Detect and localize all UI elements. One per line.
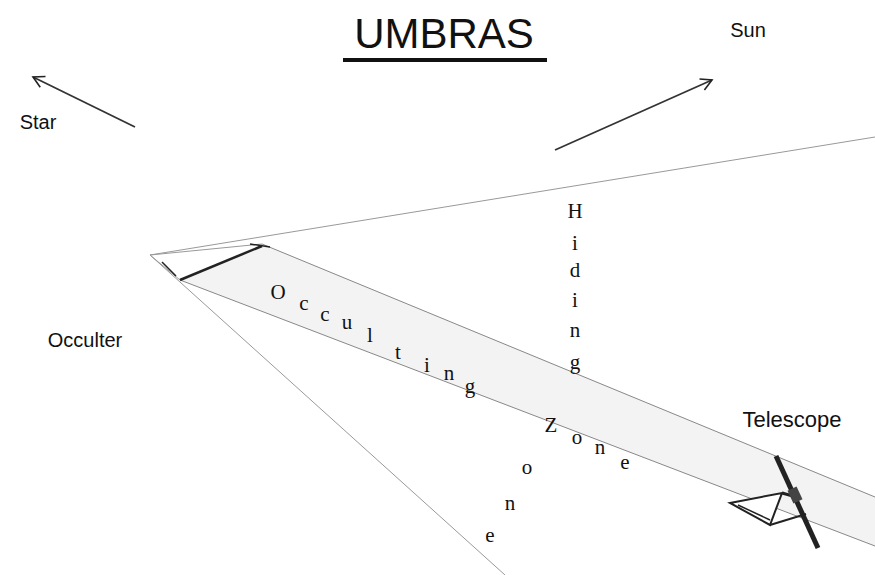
zone-letter: g — [465, 376, 476, 397]
band-edge — [262, 244, 875, 497]
zone-letter: c — [320, 304, 329, 325]
hiding-boundary — [150, 137, 875, 255]
zone-letter: i — [572, 233, 578, 254]
occulter-tip — [250, 244, 270, 247]
zone-letter: u — [342, 312, 353, 333]
zone-letter: Z — [545, 415, 558, 436]
zone-letter: l — [367, 325, 373, 346]
occulter-body — [180, 246, 262, 280]
occulter-tick — [162, 262, 176, 276]
sun-label: Sun — [730, 19, 766, 42]
zone-letter: t — [395, 342, 401, 363]
zone-letter: g — [570, 352, 581, 373]
zone-letter: d — [570, 260, 581, 281]
zone-letter: i — [572, 290, 578, 311]
zone-letter: o — [572, 427, 583, 448]
zone-letter: O — [270, 282, 285, 303]
telescope-label: Telescope — [742, 407, 841, 433]
zone-letter: n — [505, 493, 516, 514]
hiding-boundary — [150, 255, 505, 575]
zone-letter: o — [522, 457, 533, 478]
diagram-title: UMBRAS — [354, 10, 534, 58]
telescope-icon — [730, 456, 818, 548]
zone-letter: e — [620, 452, 629, 473]
zone-letter: H — [567, 201, 582, 222]
title-underline — [343, 58, 547, 62]
zone-letter: n — [570, 320, 581, 341]
zone-letter: n — [595, 437, 606, 458]
band-edge — [180, 280, 875, 546]
occulting-band — [180, 244, 875, 546]
zone-letter: c — [299, 293, 308, 314]
sun-arrow — [555, 80, 712, 150]
occulter-label: Occulter — [48, 329, 122, 352]
zone-letter: i — [424, 355, 430, 376]
star-label: Star — [20, 111, 57, 134]
zone-letter: e — [485, 525, 494, 546]
occulter-edge — [150, 255, 180, 280]
zone-letter: n — [444, 363, 455, 384]
